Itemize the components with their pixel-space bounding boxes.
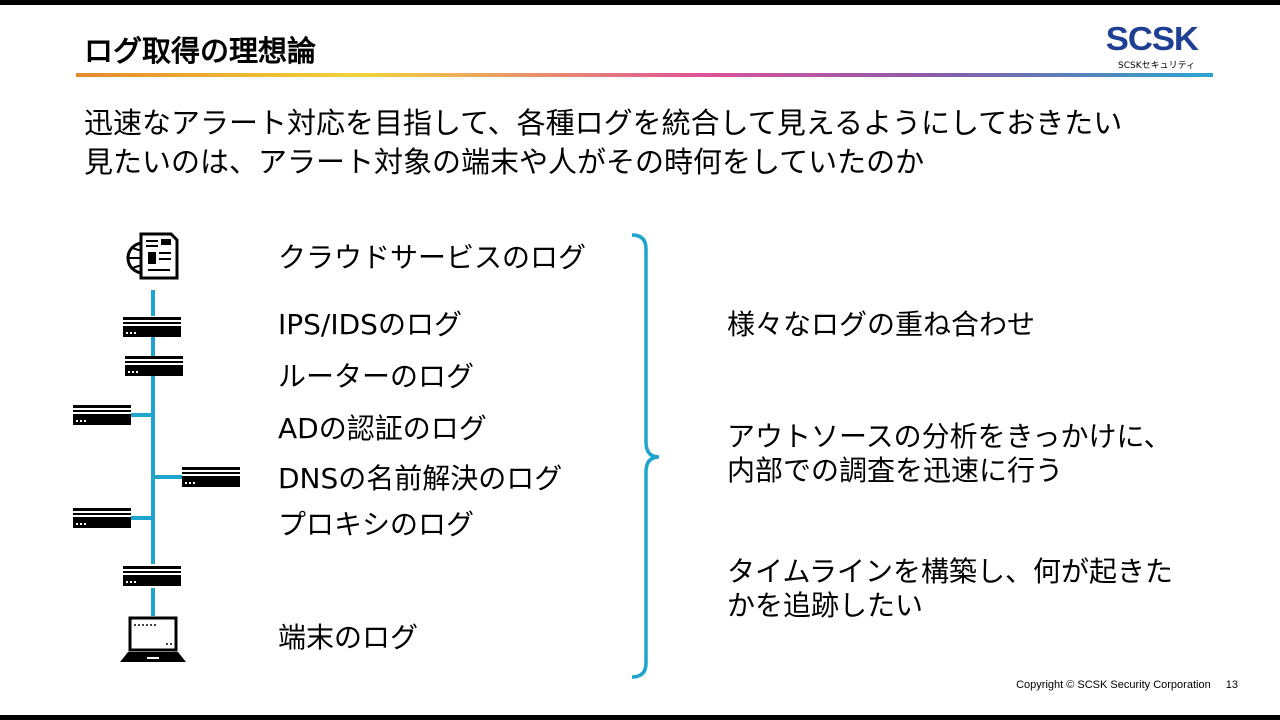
- ips-ids-device-icon: [123, 317, 181, 337]
- footer: Copyright © SCSK Security Corporation 13: [1016, 679, 1238, 691]
- log-label-router: ルーターのログ: [278, 360, 475, 393]
- connection-line: [131, 413, 153, 417]
- point-2-line-2: 内部での調査を迅速に行う: [727, 454, 1064, 487]
- page-number: 13: [1225, 679, 1238, 691]
- laptop-icon: [120, 616, 186, 662]
- log-label-cloud: クラウドサービスのログ: [278, 241, 587, 274]
- point-1: 様々なログの重ね合わせ: [727, 308, 1036, 341]
- top-border: [0, 0, 1280, 5]
- point-3-line-2: かを追跡したい: [727, 589, 924, 622]
- point-2-line-1: アウトソースの分析をきっかけに、: [727, 420, 1172, 453]
- router-device-icon: [125, 356, 183, 376]
- backbone-line: [151, 336, 155, 564]
- log-label-dns: DNSの名前解決のログ: [278, 462, 563, 495]
- ad-server-icon: [73, 405, 131, 425]
- title-underline: [76, 73, 1213, 77]
- right-brace: [631, 233, 660, 679]
- bottom-border: [0, 715, 1280, 720]
- dns-server-icon: [182, 467, 240, 487]
- connection-line: [151, 588, 155, 616]
- log-label-endpoint: 端末のログ: [278, 621, 419, 654]
- log-label-proxy: プロキシのログ: [278, 508, 475, 541]
- company-logo-subtitle: SCSKセキュリティ: [1118, 61, 1196, 71]
- company-logo: SCSK: [1105, 20, 1199, 57]
- slide-title: ログ取得の理想論: [84, 34, 317, 68]
- lead-line-1: 迅速なアラート対応を目指して、各種ログを統合して見えるようにしておきたい: [84, 106, 1123, 140]
- proxy-server-icon: [73, 508, 131, 528]
- cloud-service-icon: [126, 232, 179, 280]
- point-3-line-1: タイムラインを構築し、何が起きた: [727, 555, 1174, 588]
- log-label-ad: ADの認証のログ: [278, 412, 487, 445]
- lead-line-2: 見たいのは、アラート対象の端末や人がその時何をしていたのか: [84, 145, 925, 179]
- connection-line: [151, 290, 155, 316]
- switch-device-icon: [123, 566, 181, 586]
- log-label-ips-ids: IPS/IDSのログ: [278, 308, 462, 341]
- connection-line: [131, 516, 153, 520]
- copyright: Copyright © SCSK Security Corporation: [1016, 679, 1211, 691]
- connection-line: [153, 475, 183, 479]
